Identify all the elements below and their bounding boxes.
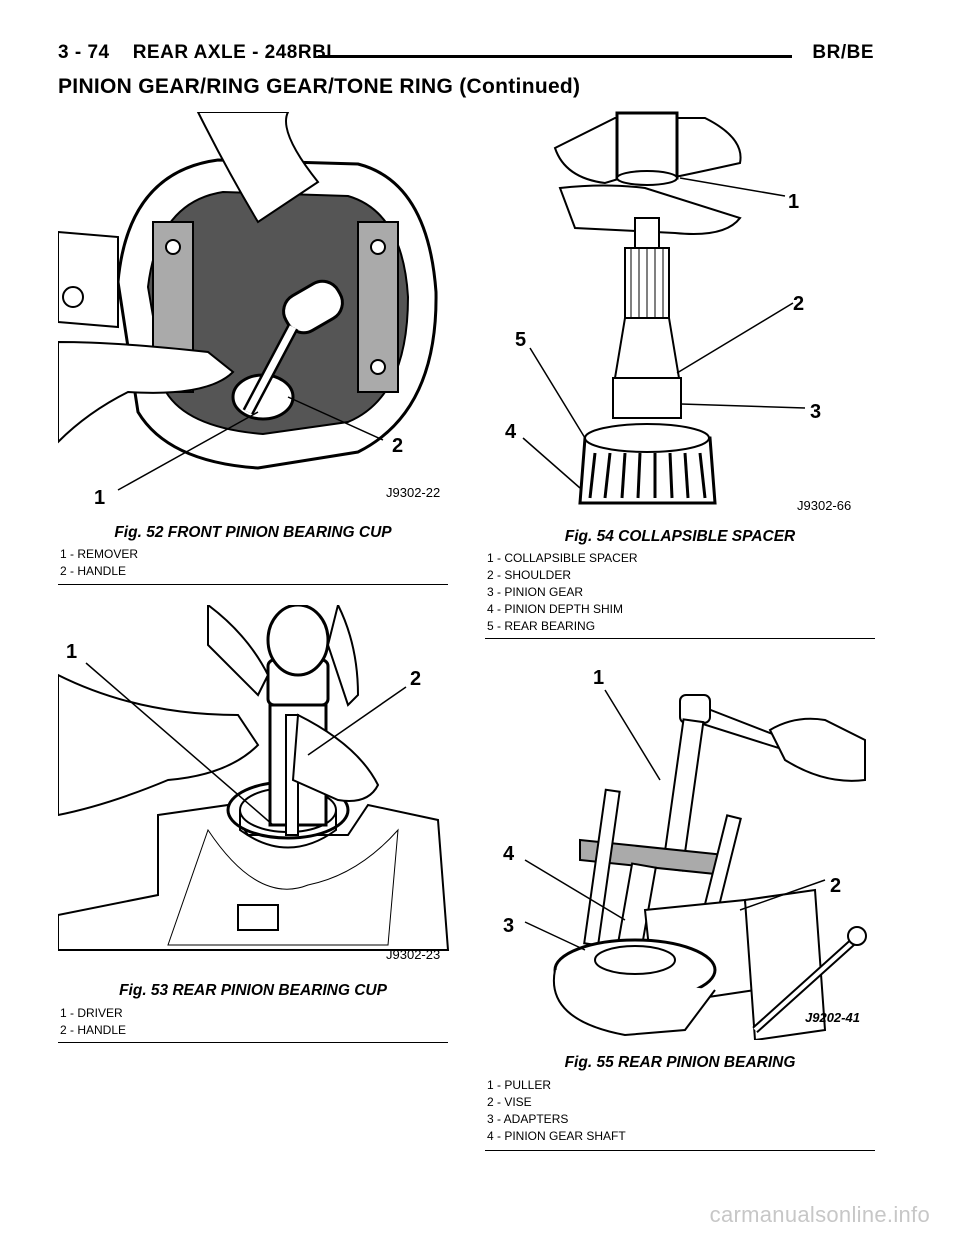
fig53-rule <box>58 1042 448 1043</box>
watermark: carmanualsonline.info <box>709 1202 930 1227</box>
legend-item: 1 - COLLAPSIBLE SPACER <box>487 551 638 565</box>
header-rule <box>318 55 792 58</box>
fig53-callout-2: 2 <box>410 668 421 690</box>
fig55-ref-number: J9202-41 <box>805 1010 860 1025</box>
fig54-callout-3: 3 <box>810 401 821 423</box>
fig53-callout-1: 1 <box>66 641 77 663</box>
fig55-caption: Fig. 55 REAR PINION BEARING <box>564 1054 796 1071</box>
page-header-left: 3 - 74 REAR AXLE - 248RBI <box>58 42 333 63</box>
fig52-caption: Fig. 52 FRONT PINION BEARING CUP <box>114 524 392 541</box>
fig53-ref-number: J9302-23 <box>386 947 440 962</box>
fig55-callout-2: 2 <box>830 875 841 897</box>
legend-item: 5 - REAR BEARING <box>487 619 596 633</box>
fig52-rule <box>58 584 448 585</box>
fig52-ref-number: J9302-22 <box>386 485 440 500</box>
legend-item: 4 - PINION DEPTH SHIM <box>487 602 624 616</box>
fig55-callout-1: 1 <box>593 667 604 689</box>
legend-item: 3 - PINION GEAR <box>487 585 584 599</box>
fig54-callout-1: 1 <box>788 191 799 213</box>
section-title: PINION GEAR/RING GEAR/TONE RING (Continu… <box>58 75 581 98</box>
legend-item: 1 - REMOVER <box>60 547 139 561</box>
fig55-rule <box>485 1150 875 1151</box>
fig55-callout-3: 3 <box>503 915 514 937</box>
legend-item: 1 - DRIVER <box>60 1006 123 1020</box>
legend-item: 2 - SHOULDER <box>487 568 572 582</box>
legend-item: 1 - PULLER <box>487 1078 552 1092</box>
legend-item: 2 - HANDLE <box>60 1023 127 1037</box>
fig52-callout-2: 2 <box>392 435 403 457</box>
figure-55-illustration: 1 2 3 4 J9202-41 <box>485 660 877 1040</box>
fig55-legend: 1 - PULLER 2 - VISE 3 - ADAPTERS 4 - PIN… <box>487 1077 626 1145</box>
legend-item: 3 - ADAPTERS <box>487 1112 569 1126</box>
fig52-legend: 1 - REMOVER 2 - HANDLE <box>60 546 138 580</box>
fig54-callout-4: 4 <box>505 421 517 443</box>
figure-53-illustration: 1 2 J9302-23 <box>58 605 450 965</box>
fig54-legend: 1 - COLLAPSIBLE SPACER 2 - SHOULDER 3 - … <box>487 550 638 635</box>
fig54-rule <box>485 638 875 639</box>
figure-52-illustration: 1 2 J9302-22 <box>58 112 450 512</box>
fig54-callout-2: 2 <box>793 293 804 315</box>
figure-54-illustration: 1 2 3 4 5 J9302-66 <box>485 108 877 518</box>
fig53-caption: Fig. 53 REAR PINION BEARING CUP <box>119 982 387 999</box>
fig54-callout-5: 5 <box>515 329 526 351</box>
legend-item: 4 - PINION GEAR SHAFT <box>487 1129 626 1143</box>
page-header-right: BR/BE <box>812 42 874 63</box>
legend-item: 2 - VISE <box>487 1095 532 1109</box>
fig54-ref-number: J9302-66 <box>797 498 851 513</box>
fig52-callout-1: 1 <box>94 487 105 509</box>
fig53-legend: 1 - DRIVER 2 - HANDLE <box>60 1005 126 1039</box>
legend-item: 2 - HANDLE <box>60 564 127 578</box>
fig55-callout-4: 4 <box>503 843 515 865</box>
fig54-caption: Fig. 54 COLLAPSIBLE SPACER <box>564 528 796 545</box>
